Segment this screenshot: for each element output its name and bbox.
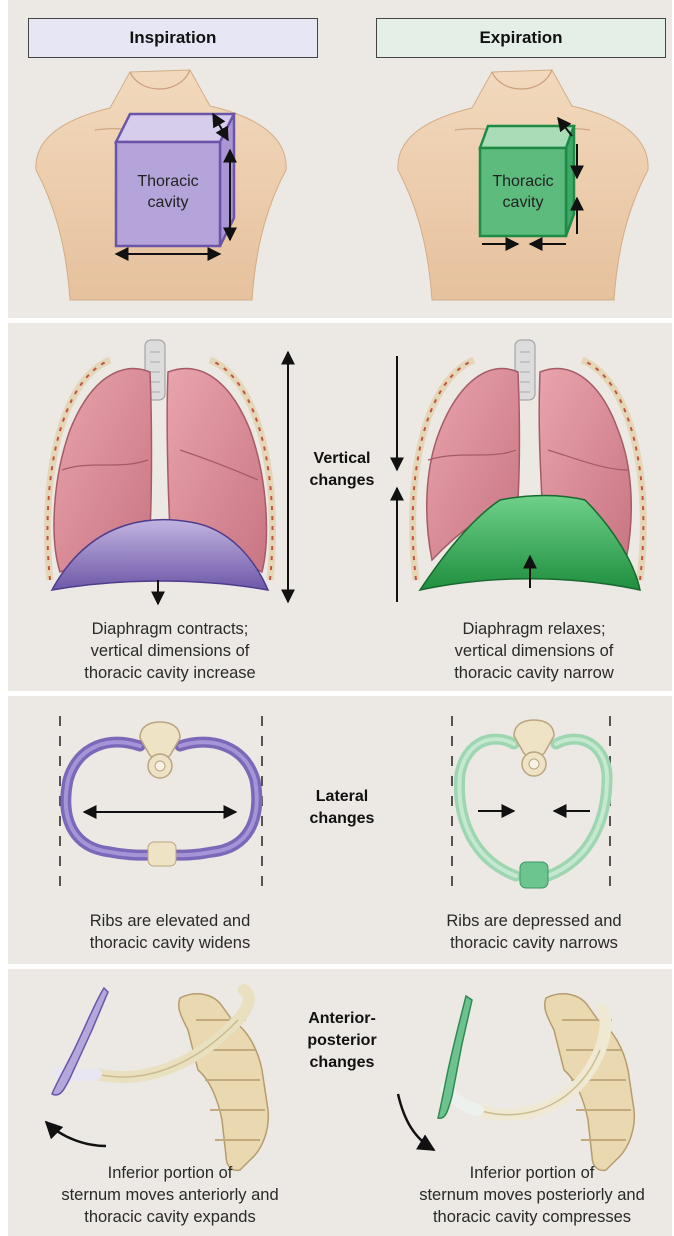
caption-line: Diaphragm contracts; [20, 618, 320, 640]
sternum-anterior-arrow [46, 1122, 106, 1146]
sternum-posterior-arrow [398, 1094, 434, 1150]
ribs-expiration [452, 716, 610, 888]
ap-changes-title: Anterior- posterior changes [292, 1008, 392, 1074]
cavity-label-line1: Thoracic [116, 171, 220, 192]
cavity-label-line2: cavity [116, 192, 220, 213]
caption-line: thoracic cavity widens [20, 932, 320, 954]
cavity-label-inspiration: Thoracic cavity [116, 171, 220, 213]
caption-line: thoracic cavity narrow [384, 662, 674, 684]
cavity-label-line2: cavity [478, 192, 568, 213]
caption-line: vertical dimensions of [384, 640, 674, 662]
title-line: posterior [292, 1030, 392, 1052]
title-line: Vertical [292, 448, 392, 470]
lungs-expiration [413, 340, 644, 590]
cavity-label-line1: Thoracic [478, 171, 568, 192]
caption-line: Diaphragm relaxes; [384, 618, 674, 640]
vertical-caption-expiration: Diaphragm relaxes; vertical dimensions o… [384, 618, 674, 684]
title-line: changes [292, 808, 392, 830]
cavity-label-expiration: Thoracic cavity [478, 171, 568, 213]
title-line: Anterior- [292, 1008, 392, 1030]
vertical-changes-title: Vertical changes [292, 448, 392, 492]
caption-line: thoracic cavity compresses [372, 1206, 674, 1228]
ribs-inspiration [60, 716, 262, 888]
lungs-inspiration [48, 340, 273, 590]
title-line: changes [292, 470, 392, 492]
lateral-changes-title: Lateral changes [292, 786, 392, 830]
caption-line: Inferior portion of [10, 1162, 330, 1184]
caption-line: sternum moves anteriorly and [10, 1184, 330, 1206]
title-line: changes [292, 1052, 392, 1074]
caption-line: thoracic cavity increase [20, 662, 320, 684]
vertical-caption-inspiration: Diaphragm contracts; vertical dimensions… [20, 618, 320, 684]
caption-line: sternum moves posteriorly and [372, 1184, 674, 1206]
caption-line: vertical dimensions of [20, 640, 320, 662]
caption-line: thoracic cavity narrows [384, 932, 674, 954]
caption-line: thoracic cavity expands [10, 1206, 330, 1228]
spine-expiration [438, 994, 634, 1171]
caption-line: Ribs are elevated and [20, 910, 320, 932]
caption-line: Inferior portion of [372, 1162, 674, 1184]
lateral-caption-expiration: Ribs are depressed and thoracic cavity n… [384, 910, 674, 954]
title-line: Lateral [292, 786, 392, 808]
lateral-caption-inspiration: Ribs are elevated and thoracic cavity wi… [20, 910, 320, 954]
ap-caption-expiration: Inferior portion of sternum moves poster… [372, 1162, 674, 1228]
ap-caption-inspiration: Inferior portion of sternum moves anteri… [10, 1162, 330, 1228]
caption-line: Ribs are depressed and [384, 910, 674, 932]
